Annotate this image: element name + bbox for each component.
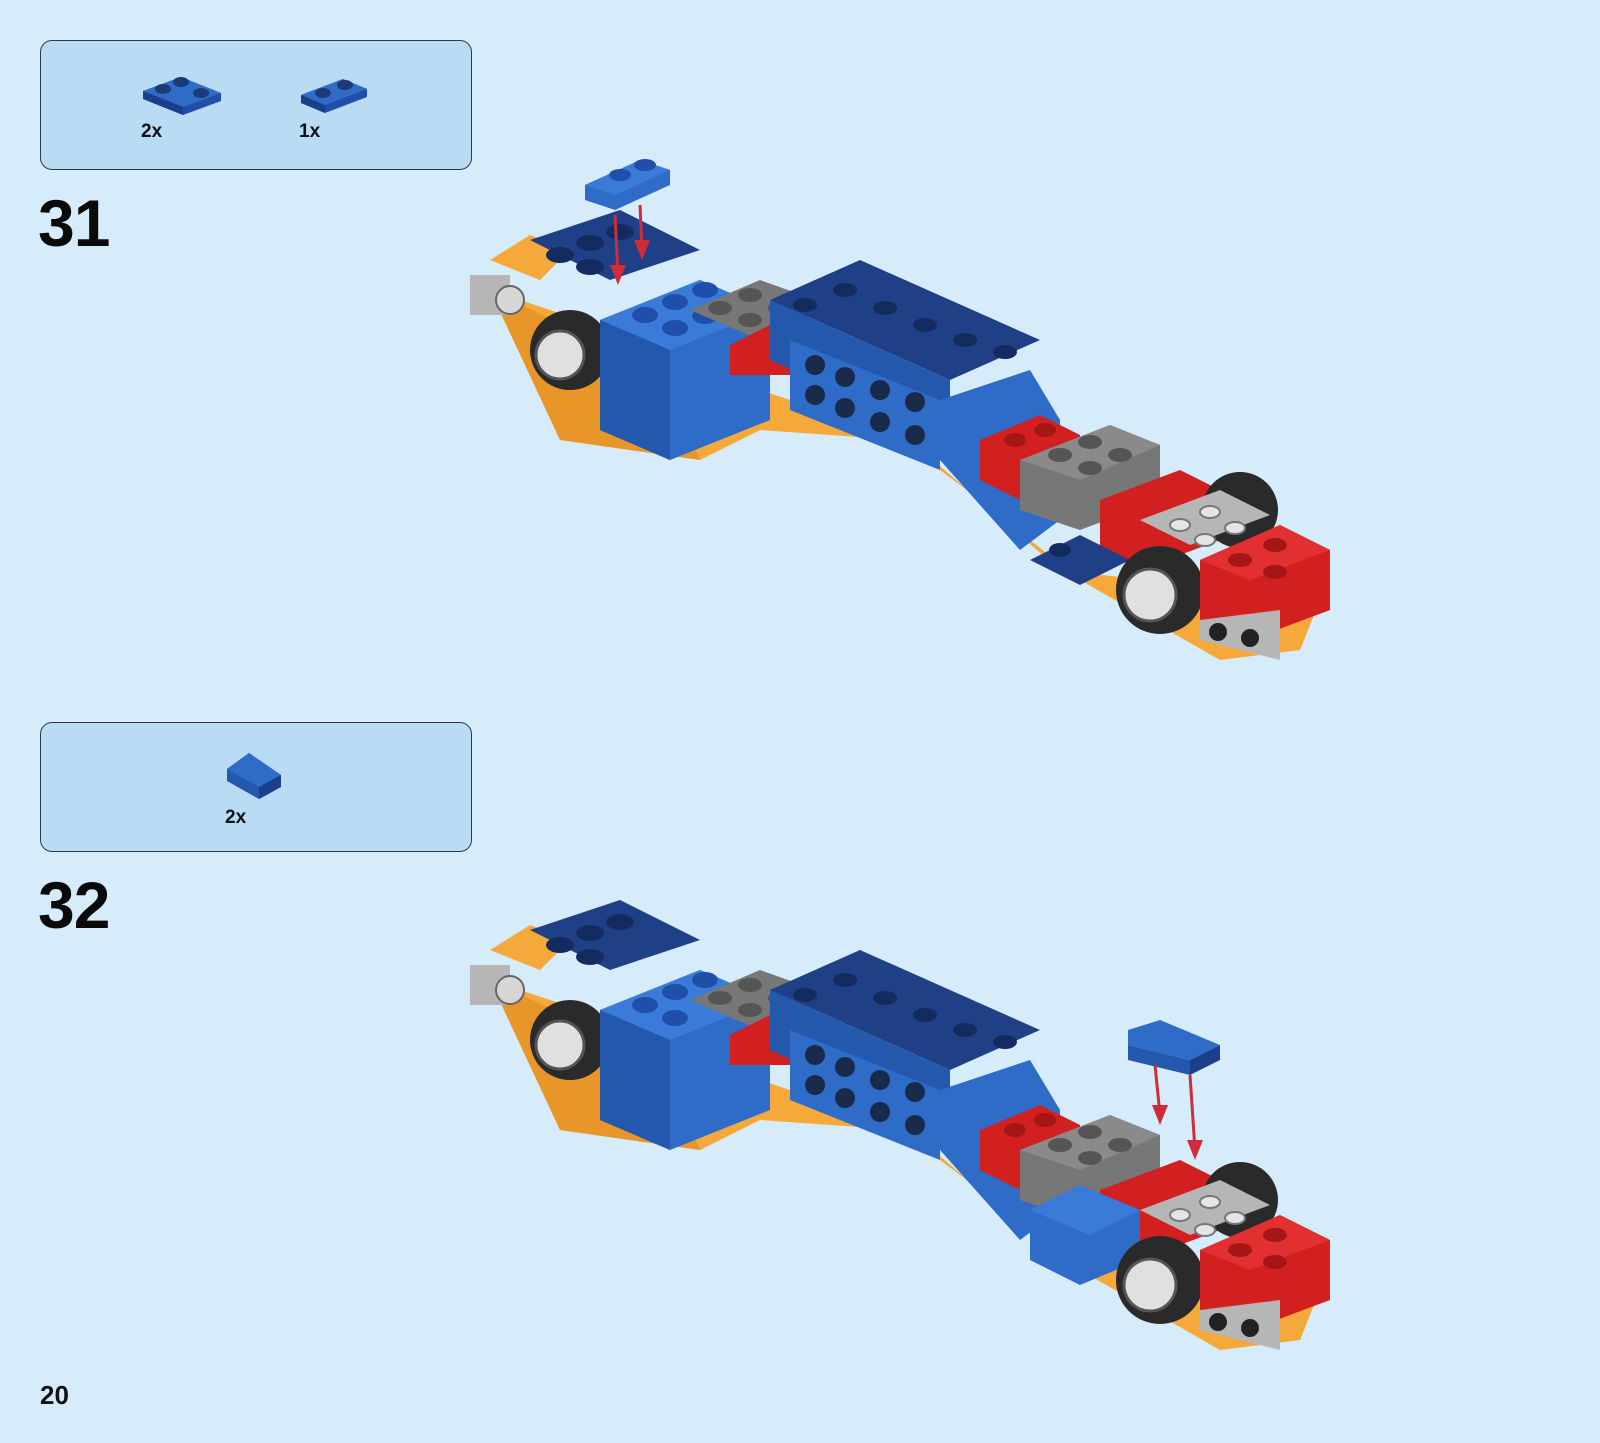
page-number: 20	[40, 1380, 69, 1411]
model-step-31	[460, 140, 1360, 680]
part-blue-plate-1x2-icon	[299, 75, 369, 115]
part-blue-corner-plate-icon	[141, 69, 225, 119]
step-number: 32	[38, 872, 109, 938]
part-qty: 2x	[225, 807, 246, 829]
part-qty: 2x	[141, 121, 162, 143]
part-blue-slope-tile-icon	[225, 749, 289, 803]
parts-box-step-31: 2x 1x	[40, 40, 472, 170]
model-step-32	[460, 880, 1360, 1360]
step-number: 31	[38, 190, 109, 256]
parts-box-step-32: 2x	[40, 722, 472, 852]
part-qty: 1x	[299, 121, 320, 143]
